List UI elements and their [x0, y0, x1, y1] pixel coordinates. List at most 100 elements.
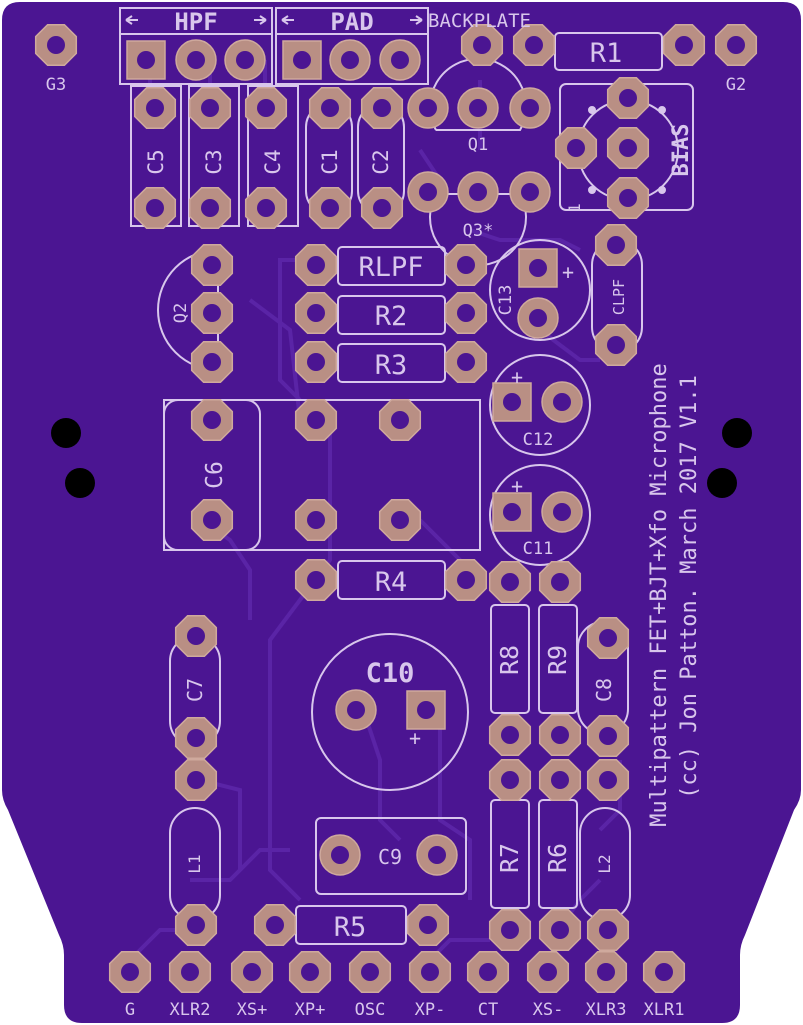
silk-dot	[588, 186, 596, 194]
connector-pad-xp-	[408, 950, 452, 994]
pad	[541, 381, 583, 423]
connector-label: XS-	[533, 1000, 564, 1020]
pad	[308, 186, 352, 230]
copper-pads	[34, 23, 758, 994]
pad	[538, 560, 582, 604]
connector-label: XP-	[415, 1000, 446, 1020]
pad	[174, 614, 218, 658]
connector-label: CT	[478, 1000, 498, 1020]
pad	[517, 297, 559, 339]
pad	[488, 713, 532, 757]
pad	[586, 714, 630, 758]
pad	[407, 171, 449, 213]
connector-label: G	[125, 1000, 135, 1020]
pad	[457, 171, 499, 213]
title-line-2: (cc) Jon Patton. March 2017 V1.1	[677, 375, 702, 799]
label-l1: L1	[185, 854, 204, 873]
connector-label: XP+	[295, 1000, 326, 1020]
pad	[406, 690, 446, 730]
connector-pad-xs-	[526, 950, 570, 994]
pad	[294, 558, 338, 602]
pad	[444, 243, 488, 287]
label-bias: BIAS	[669, 124, 694, 177]
label-c7: C7	[183, 678, 207, 702]
label-g3: G3	[46, 75, 66, 95]
connector-pad-g	[108, 950, 152, 994]
label-c10-plus: +	[409, 726, 421, 750]
connector-label: OSC	[355, 1000, 386, 1020]
pad	[554, 126, 598, 170]
pad	[190, 291, 234, 335]
connector-label: XLR3	[586, 1000, 627, 1020]
pad	[538, 713, 582, 757]
connector-pad-ct	[466, 950, 510, 994]
pad	[586, 616, 630, 660]
pad	[244, 186, 288, 230]
pad	[406, 903, 450, 947]
pad	[378, 498, 422, 542]
pad	[460, 23, 504, 67]
pad	[416, 834, 458, 876]
pad	[253, 903, 297, 947]
pad	[190, 398, 234, 442]
label-c5: C5	[144, 149, 168, 174]
label-c11: C11	[523, 539, 554, 559]
label-c12: C12	[523, 430, 554, 450]
pad	[188, 186, 232, 230]
pad	[379, 39, 421, 81]
pad	[133, 86, 177, 130]
label-c8: C8	[592, 678, 616, 702]
pad	[294, 243, 338, 287]
pad	[335, 689, 377, 731]
pad	[174, 903, 218, 947]
pad	[488, 560, 532, 604]
silk-dot	[658, 186, 666, 194]
label-c4: C4	[261, 149, 285, 174]
pad	[308, 86, 352, 130]
mounting-holes	[51, 418, 752, 498]
label-r7: R7	[495, 843, 524, 873]
pad	[190, 498, 234, 542]
label-r1: R1	[590, 38, 623, 69]
label-c9: C9	[378, 845, 402, 869]
pad	[606, 176, 650, 220]
label-rlpf: RLPF	[358, 252, 423, 283]
connector-pad-xs+	[230, 950, 274, 994]
pad	[190, 340, 234, 384]
pad	[360, 86, 404, 130]
pad	[294, 340, 338, 384]
pad	[509, 87, 551, 129]
pad	[606, 126, 650, 170]
label-g2: G2	[726, 75, 746, 95]
silk-dot	[588, 106, 596, 114]
label-c11-plus: +	[511, 474, 523, 498]
connector-label: XS+	[237, 1000, 268, 1020]
pad	[282, 40, 322, 80]
label-r9: R9	[543, 645, 572, 675]
label-q1: Q1	[468, 135, 488, 155]
label-c1: C1	[318, 149, 342, 174]
pad	[594, 223, 638, 267]
label-r4: R4	[375, 567, 408, 598]
label-c2: C2	[369, 149, 393, 174]
label-c13: C13	[496, 285, 516, 316]
title-line-1: Multipattern FET+BJT+Xfo Microphone	[647, 363, 672, 827]
pad	[378, 398, 422, 442]
pad	[360, 186, 404, 230]
pad	[662, 23, 706, 67]
pad	[407, 87, 449, 129]
pad	[224, 39, 266, 81]
pad	[538, 758, 582, 802]
label-pad: PAD	[330, 8, 373, 36]
pad	[190, 243, 234, 287]
pad	[188, 86, 232, 130]
silk-dot	[658, 106, 666, 114]
connector-label: XLR1	[644, 1000, 685, 1020]
pad	[512, 23, 556, 67]
label-r5: R5	[334, 912, 367, 943]
label-backplate: BACKPLATE	[428, 10, 531, 32]
label-c13-plus: +	[562, 260, 574, 284]
label-q3: Q3*	[463, 221, 494, 241]
